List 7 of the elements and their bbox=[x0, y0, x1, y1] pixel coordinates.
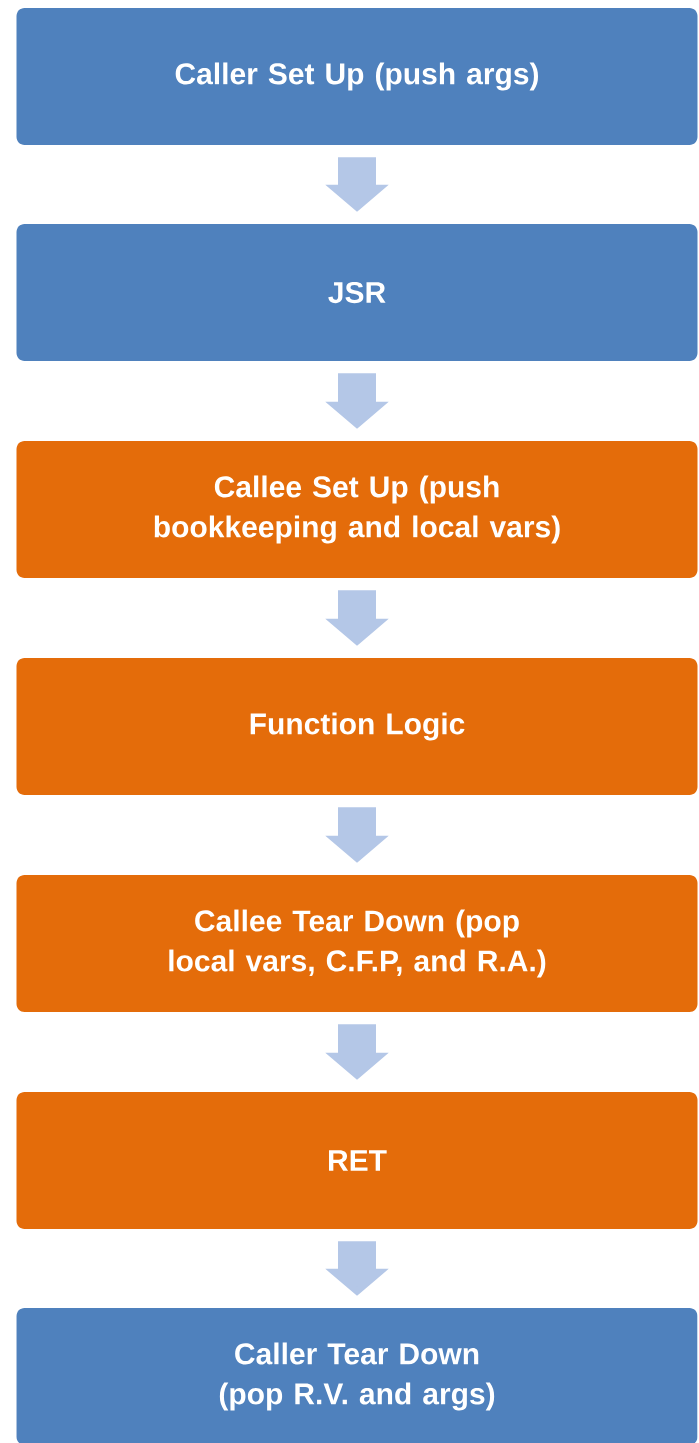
process-box: JSR bbox=[16, 224, 698, 361]
process-box: Caller Set Up (push args) bbox=[16, 8, 698, 145]
process-box: Caller Tear Down (pop R.V. and args) bbox=[16, 1308, 698, 1443]
process-box: RET bbox=[16, 1092, 698, 1229]
process-box: Function Logic bbox=[16, 658, 698, 795]
process-box: Callee Tear Down (pop local vars, C.F.P, and R.A.) bbox=[16, 875, 698, 1012]
process-box: Callee Set Up (push bookkeeping and local vars) bbox=[16, 441, 698, 578]
